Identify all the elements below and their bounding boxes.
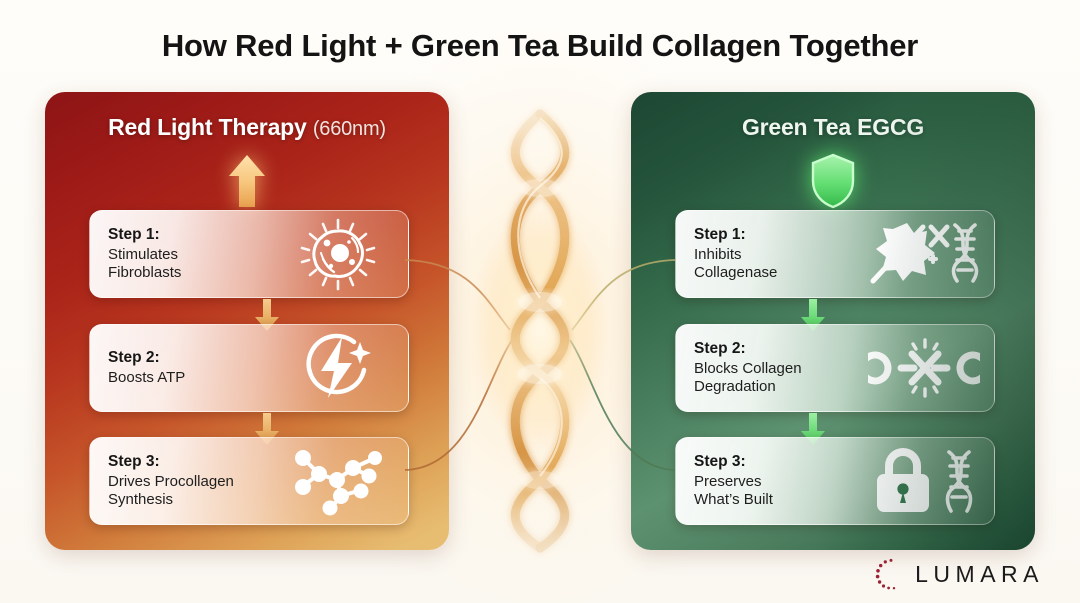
lightning-bolt-circle-icon (306, 333, 371, 398)
up-arrow-icon (229, 155, 265, 207)
step-card-left-2[interactable]: Step 2: Boosts ATP (89, 324, 409, 412)
step-card-right-1-desc: Inhibits Collagenase (694, 245, 778, 281)
panel-left-heading-main: Red Light Therapy (108, 114, 307, 140)
step-card-left-1-icon-area (280, 211, 396, 297)
step-card-right-2-step: Step 2: (694, 339, 746, 357)
panel-right-heading-main: Green Tea EGCG (741, 114, 925, 140)
step-card-left-2-icon-area (280, 325, 396, 411)
logo-text: LUMARA (915, 560, 1044, 587)
panel-green-tea-egcg: Green Tea EGCG Step 1: Inhibits Collagen… (631, 92, 1035, 550)
step-card-right-2-icon-area (866, 325, 982, 411)
step-card-left-3-desc: Drives Procollagen Synthesis (108, 472, 234, 508)
step-card-left-3-text: Step 3: Drives Procollagen Synthesis (108, 453, 280, 510)
step-card-left-2-step: Step 2: (108, 348, 160, 366)
panel-left-heading: Red Light Therapy (660nm) (45, 114, 449, 141)
dna-double-helix-icon (508, 109, 572, 553)
step-card-left-1-desc: Stimulates Fibroblasts (108, 245, 182, 281)
step-card-right-2-text: Step 2: Blocks Collagen Degradation (694, 340, 866, 397)
step-card-right-1[interactable]: Step 1: Inhibits Collagenase (675, 210, 995, 298)
panel-left-header-icon-area (45, 152, 449, 210)
step-card-right-3-text: Step 3: Preserves What’s Built (694, 453, 866, 510)
enzyme-blocked-dna-icon (870, 223, 979, 284)
step-card-left-1-text: Step 1: Stimulates Fibroblasts (108, 226, 280, 283)
step-card-right-3-step: Step 3: (694, 452, 746, 470)
shield-icon (811, 153, 855, 209)
connector-arrow-right-1 (796, 298, 830, 332)
step-card-right-1-icon-area (866, 211, 982, 297)
panel-left-heading-sub: (660nm) (312, 118, 386, 140)
broken-chain-icon (868, 338, 980, 398)
step-card-left-3-step: Step 3: (108, 452, 160, 470)
step-card-right-1-step: Step 1: (694, 225, 746, 243)
down-arrow-icon (255, 299, 279, 331)
page-title: How Red Light + Green Tea Build Collagen… (161, 28, 919, 63)
panel-right-header-icon-area (631, 152, 1035, 210)
radiating-cell-icon (300, 218, 376, 291)
step-card-left-2-text: Step 2: Boosts ATP (108, 349, 280, 387)
step-card-right-1-text: Step 1: Inhibits Collagenase (694, 226, 866, 283)
lock-dna-icon (877, 448, 973, 513)
step-card-left-2-desc: Boosts ATP (108, 368, 186, 386)
dna-glow (460, 183, 620, 473)
connector-arrow-left-1 (250, 298, 284, 332)
brand-logo: LUMARA (874, 557, 1044, 591)
step-card-right-3-icon-area (866, 438, 982, 524)
step-card-right-2[interactable]: Step 2: Blocks Collagen Degradation (675, 324, 995, 412)
step-card-right-3[interactable]: Step 3: Preserves What’s Built (675, 437, 995, 525)
down-arrow-icon (801, 299, 825, 331)
step-card-right-2-desc: Blocks Collagen Degradation (694, 359, 802, 395)
step-card-left-1[interactable]: Step 1: Stimulates Fibroblasts (89, 210, 409, 298)
step-card-left-3[interactable]: Step 3: Drives Procollagen Synthesis (89, 437, 409, 525)
dotted-crescent-icon (875, 558, 896, 590)
panel-right-heading: Green Tea EGCG (631, 114, 1035, 141)
panel-red-light-therapy: Red Light Therapy (660nm) Step 1: Stimul… (45, 92, 449, 550)
center-dna-area (449, 88, 631, 558)
step-card-left-3-icon-area (280, 438, 396, 524)
molecule-icon (295, 450, 382, 516)
step-card-left-1-step: Step 1: (108, 225, 160, 243)
step-card-right-3-desc: Preserves What’s Built (694, 472, 773, 508)
